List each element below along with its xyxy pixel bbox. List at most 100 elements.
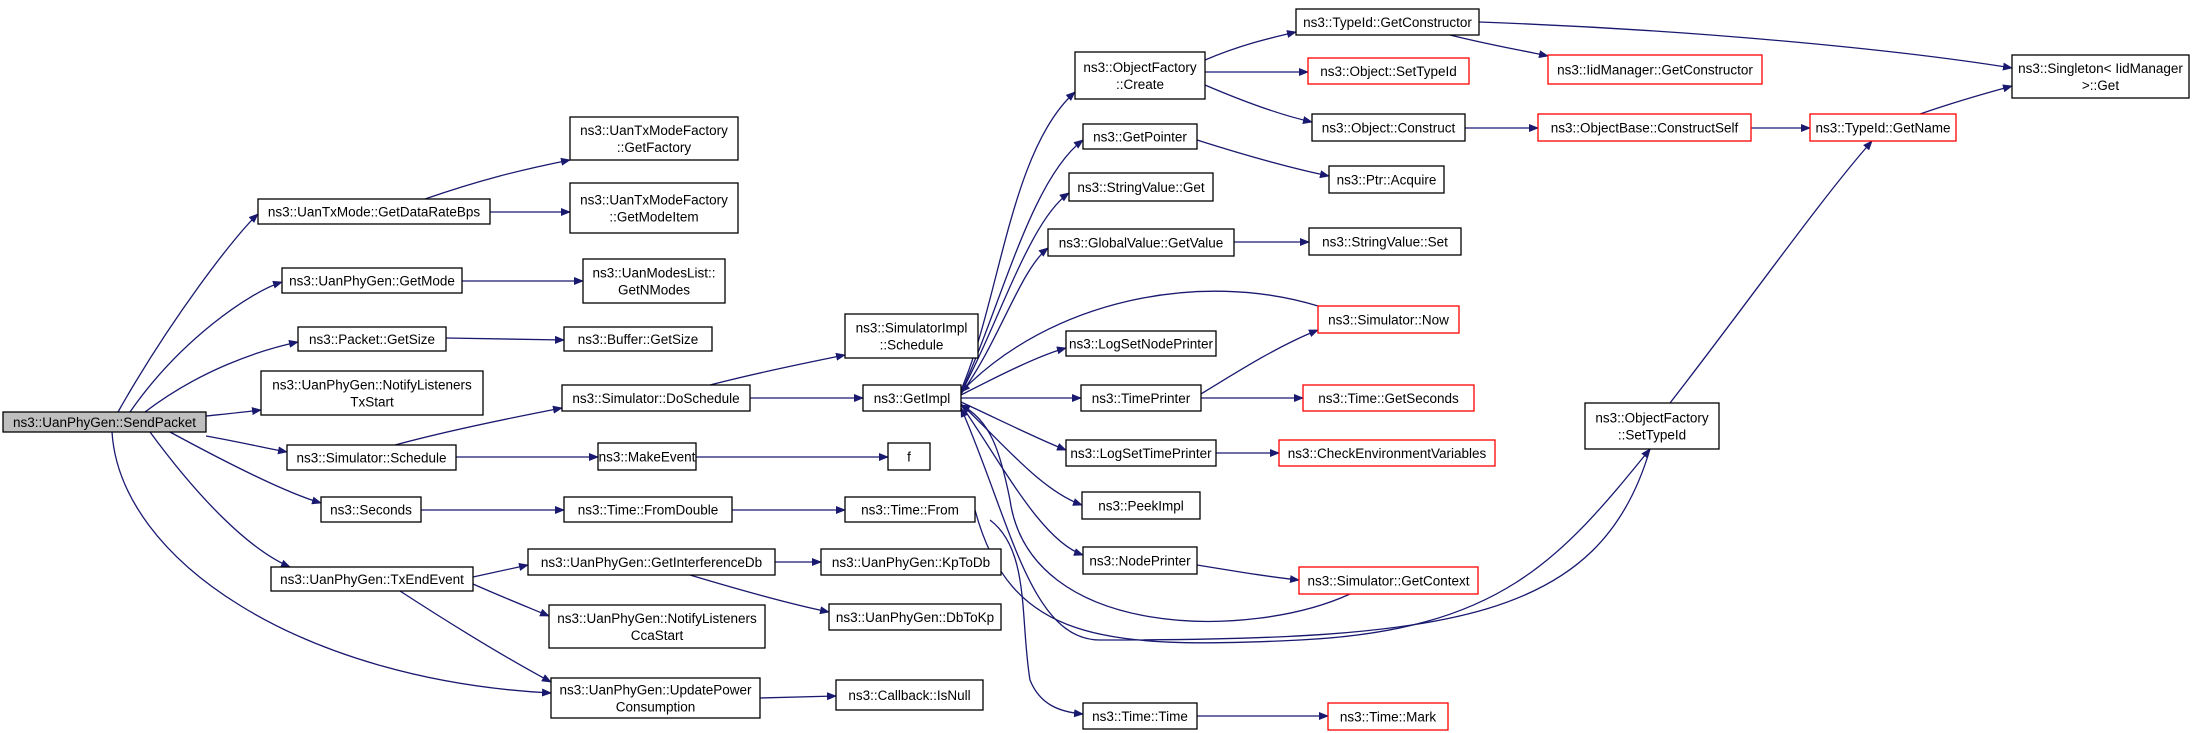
node-dbtokp[interactable]: ns3::UanPhyGen::DbToKp (828, 603, 1002, 631)
node-typeidgetname[interactable]: ns3::TypeId::GetName (1809, 113, 1957, 142)
node-f[interactable]: f (887, 442, 931, 471)
node-objfactorysettypeid[interactable]: ns3::ObjectFactory::SetTypeId (1584, 402, 1720, 450)
node-timeprinter[interactable]: ns3::TimePrinter (1080, 384, 1202, 412)
node-simnow[interactable]: ns3::Simulator::Now (1317, 305, 1460, 334)
node-doschedule[interactable]: ns3::Simulator::DoSchedule (561, 384, 751, 412)
node-label-objfactorycreate-line-0: ns3::ObjectFactory (1083, 60, 1197, 75)
node-isnull[interactable]: ns3::Callback::IsNull (835, 679, 984, 711)
node-logsettimeprinter[interactable]: ns3::LogSetTimePrinter (1065, 439, 1217, 467)
edge-objfactorycreate-to-objectconstruct (1204, 84, 1313, 124)
node-seconds[interactable]: ns3::Seconds (320, 496, 422, 523)
node-fromdouble[interactable]: ns3::Time::FromDouble (563, 496, 733, 523)
node-label-getfactory-line-0: ns3::UanTxModeFactory (580, 123, 728, 138)
node-kptodb[interactable]: ns3::UanPhyGen::KpToDb (820, 548, 1002, 576)
edge-getimpl-to-nodeprinter (960, 404, 1084, 556)
node-label-simimplschedule-line-1: ::Schedule (880, 338, 944, 353)
node-checkenv[interactable]: ns3::CheckEnvironmentVariables (1278, 439, 1496, 467)
node-box-txendevent (270, 566, 474, 592)
node-buffergetsize[interactable]: ns3::Buffer::GetSize (563, 326, 713, 352)
node-getfactory[interactable]: ns3::UanTxModeFactory::GetFactory (569, 116, 739, 161)
edge-getconstructor-to-singletonget (1478, 21, 2013, 71)
node-label-getmodeitem-line-0: ns3::UanTxModeFactory (580, 193, 728, 208)
node-label-notifyccastart-line-0: ns3::UanPhyGen::NotifyListeners (557, 611, 757, 626)
node-ptracquire[interactable]: ns3::Ptr::Acquire (1328, 165, 1445, 194)
node-schedule[interactable]: ns3::Simulator::Schedule (286, 444, 457, 471)
node-getcontext[interactable]: ns3::Simulator::GetContext (1298, 566, 1479, 595)
edge-sendpacket-to-schedule (205, 435, 288, 455)
node-box-checkenv (1278, 439, 1496, 467)
node-box-objectconstruct (1311, 113, 1466, 142)
node-label-notifyccastart-line-1: CcaStart (631, 628, 684, 643)
node-timefrom[interactable]: ns3::Time::From (844, 496, 976, 523)
node-box-timefrom (844, 496, 976, 523)
node-getimpl[interactable]: ns3::GetImpl (862, 384, 962, 412)
node-label-seconds: ns3::Seconds (330, 503, 412, 518)
node-label-stringvalueset: ns3::StringValue::Set (1322, 235, 1448, 250)
edge-sendpacket-to-packetgetsize (144, 339, 299, 413)
node-sendpacket[interactable]: ns3::UanPhyGen::SendPacket (2, 411, 207, 433)
node-getinterferencedb[interactable]: ns3::UanPhyGen::GetInterferenceDb (527, 548, 776, 576)
node-label-isnull: ns3::Callback::IsNull (848, 688, 970, 703)
edge-timeprinter-to-simnow (1200, 329, 1319, 395)
node-box-f (887, 442, 931, 471)
edge-sendpacket-to-getdataratebps (117, 213, 259, 413)
node-label-getcontext: ns3::Simulator::GetContext (1307, 574, 1469, 589)
node-label-logsettimeprinter: ns3::LogSetTimePrinter (1070, 446, 1212, 461)
node-label-simimplschedule-line-0: ns3::SimulatorImpl (856, 321, 968, 336)
node-label-notifytxstart-line-1: TxStart (350, 395, 394, 410)
node-getdataratebps[interactable]: ns3::UanTxMode::GetDataRateBps (257, 198, 491, 225)
node-label-timeprinter: ns3::TimePrinter (1092, 391, 1191, 406)
node-box-ptracquire (1328, 165, 1445, 194)
node-objectconstruct[interactable]: ns3::Object::Construct (1311, 113, 1466, 142)
node-packetgetsize[interactable]: ns3::Packet::GetSize (297, 326, 447, 352)
node-timemark[interactable]: ns3::Time::Mark (1327, 702, 1449, 731)
node-box-simimplschedule (844, 313, 979, 359)
node-makeevent[interactable]: ns3::MakeEvent (597, 442, 697, 471)
node-box-iidgetconstructor (1547, 54, 1763, 85)
node-globalvaluegetvalue[interactable]: ns3::GlobalValue::GetValue (1047, 228, 1235, 257)
node-iidgetconstructor[interactable]: ns3::IidManager::GetConstructor (1547, 54, 1763, 85)
node-constructself[interactable]: ns3::ObjectBase::ConstructSelf (1537, 113, 1752, 142)
node-getnmodes[interactable]: ns3::UanModesList::GetNModes (582, 258, 726, 304)
node-setdtypeid[interactable]: ns3::Object::SetTypeId (1307, 57, 1470, 85)
node-box-getpointer (1082, 123, 1198, 150)
node-getmodeitem[interactable]: ns3::UanTxModeFactory::GetModeItem (569, 182, 739, 234)
node-getseconds[interactable]: ns3::Time::GetSeconds (1302, 384, 1475, 412)
edge-getcontext-to-getimpl (960, 404, 1351, 623)
node-getconstructor[interactable]: ns3::TypeId::GetConstructor (1295, 8, 1480, 36)
node-stringvalueget[interactable]: ns3::StringValue::Get (1068, 172, 1214, 202)
node-singletonget[interactable]: ns3::Singleton< IidManager>::Get (2011, 54, 2190, 99)
node-getmode[interactable]: ns3::UanPhyGen::GetMode (281, 267, 463, 294)
nodes: ns3::UanPhyGen::SendPacket ns3::UanTxMode… (2, 8, 2190, 731)
node-box-seconds (320, 496, 422, 523)
edge-getdataratebps-to-getfactory (424, 157, 571, 200)
node-objfactorycreate[interactable]: ns3::ObjectFactory::Create (1074, 51, 1206, 100)
node-simimplschedule[interactable]: ns3::SimulatorImpl::Schedule (844, 313, 979, 359)
node-stringvalueset[interactable]: ns3::StringValue::Set (1308, 227, 1462, 256)
node-box-singletonget (2011, 54, 2190, 99)
edge-getconstructor-to-iidgetconstructor (1449, 34, 1549, 59)
edge-getimpl-to-peekimpl (960, 403, 1083, 506)
edge-typeidgetname-to-singletonget (1919, 84, 2013, 115)
node-label-timefrom: ns3::Time::From (861, 503, 959, 518)
node-txendevent[interactable]: ns3::UanPhyGen::TxEndEvent (270, 566, 474, 592)
node-peekimpl[interactable]: ns3::PeekImpl (1081, 491, 1201, 520)
edge-updatepower-to-isnull (759, 692, 837, 701)
edge-txendevent-to-getinterferencedb (472, 563, 529, 578)
node-label-objfactorysettypeid-line-1: ::SetTypeId (1618, 428, 1686, 443)
node-box-stringvalueget (1068, 172, 1214, 202)
node-box-setdtypeid (1307, 57, 1470, 85)
node-getpointer[interactable]: ns3::GetPointer (1082, 123, 1198, 150)
node-label-peekimpl: ns3::PeekImpl (1098, 499, 1184, 514)
node-box-logsettimeprinter (1065, 439, 1217, 467)
node-nodeprinter[interactable]: ns3::NodePrinter (1082, 546, 1198, 575)
node-logsetnodeprinter[interactable]: ns3::LogSetNodePrinter (1065, 330, 1217, 357)
node-label-dbtokp: ns3::UanPhyGen::DbToKp (836, 610, 994, 625)
node-timetime[interactable]: ns3::Time::Time (1082, 702, 1198, 730)
node-label-globalvaluegetvalue: ns3::GlobalValue::GetValue (1059, 236, 1224, 251)
node-label-notifytxstart-line-0: ns3::UanPhyGen::NotifyListeners (272, 378, 472, 393)
